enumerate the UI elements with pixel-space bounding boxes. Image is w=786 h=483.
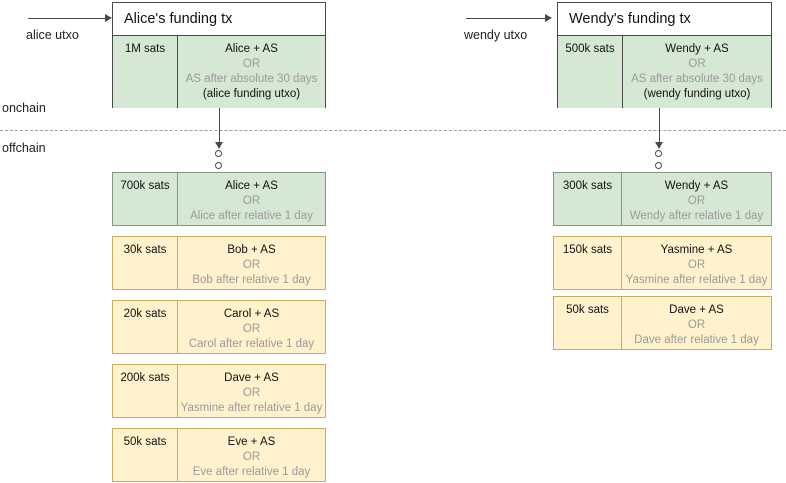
condition-line-3: Yasmine after relative 1 day: [625, 274, 768, 286]
wendy-ellipsis-dot-1: [655, 150, 662, 157]
alice-utxo-label: alice utxo: [26, 28, 79, 42]
output-amount: 300k sats: [554, 173, 622, 225]
alice-utxo-arrowhead: [105, 13, 112, 22]
alice-funding-tx-output: 1M sats Alice + AS OR AS after absolute …: [113, 36, 325, 108]
alice-funding-tx: Alice's funding tx 1M sats Alice + AS OR…: [112, 2, 326, 108]
condition-line-1: Wendy + AS: [664, 180, 729, 192]
offchain-label: offchain: [2, 141, 46, 155]
alice-ellipsis-dot-2: [215, 162, 222, 169]
condition-line-2: OR: [688, 58, 706, 70]
alice-ellipsis-dot-1: [215, 150, 222, 157]
condition-line-2: OR: [242, 195, 261, 207]
condition-line-4: (wendy funding utxo): [643, 88, 751, 100]
condition-line-3: Bob after relative 1 day: [192, 274, 311, 286]
wendy-down-connector: [659, 108, 660, 144]
condition-line-3: Carol after relative 1 day: [188, 338, 315, 350]
condition-line-1: Wendy + AS: [665, 43, 729, 55]
condition-line-2: OR: [242, 259, 261, 271]
condition-line-3: AS after absolute 30 days: [185, 73, 318, 85]
condition-line-4: (alice funding utxo): [202, 88, 301, 100]
alice-funding-tx-title: Alice's funding tx: [113, 3, 325, 36]
condition-line-1: Eve + AS: [227, 436, 276, 448]
condition-line-1: Carol + AS: [223, 308, 280, 320]
condition-line-2: OR: [687, 319, 706, 331]
alice-funding-tx-amount: 1M sats: [113, 36, 178, 108]
output-conditions: Yasmine + AS OR Yasmine after relative 1…: [622, 237, 771, 289]
wendy-funding-tx-conditions: Wendy + AS OR AS after absolute 30 days …: [623, 36, 771, 108]
alice-utxo-connector: [28, 18, 108, 19]
output-conditions: Alice + AS OR Alice after relative 1 day: [178, 173, 325, 225]
wendy-funding-tx-title: Wendy's funding tx: [558, 3, 771, 36]
output-amount: 20k sats: [113, 301, 178, 353]
condition-line-1: Alice + AS: [225, 180, 278, 192]
output-amount: 200k sats: [113, 365, 178, 417]
condition-line-2: OR: [242, 451, 261, 463]
condition-line-3: Yasmine after relative 1 day: [180, 402, 323, 414]
wendy-funding-tx-output: 500k sats Wendy + AS OR AS after absolut…: [558, 36, 771, 108]
condition-line-3: Dave after relative 1 day: [634, 334, 759, 346]
condition-line-1: Yasmine + AS: [660, 244, 733, 256]
condition-line-1: Dave + AS: [669, 304, 724, 316]
wendy-offchain-output-1: 150k sats Yasmine + AS OR Yasmine after …: [553, 236, 772, 290]
output-conditions: Carol + AS OR Carol after relative 1 day: [178, 301, 325, 353]
output-amount: 30k sats: [113, 237, 178, 289]
wendy-ellipsis-dot-2: [655, 162, 662, 169]
alice-offchain-output-4: 50k sats Eve + AS OR Eve after relative …: [112, 428, 326, 482]
wendy-offchain-output-0: 300k sats Wendy + AS OR Wendy after rela…: [553, 172, 772, 226]
wendy-offchain-output-2: 50k sats Dave + AS OR Dave after relativ…: [553, 296, 772, 350]
output-amount: 700k sats: [113, 173, 178, 225]
condition-line-1: Alice + AS: [225, 43, 278, 55]
condition-line-2: OR: [687, 195, 706, 207]
alice-offchain-output-2: 20k sats Carol + AS OR Carol after relat…: [112, 300, 326, 354]
condition-line-3: AS after absolute 30 days: [631, 73, 763, 85]
output-amount: 150k sats: [554, 237, 622, 289]
output-conditions: Dave + AS OR Yasmine after relative 1 da…: [178, 365, 325, 417]
alice-funding-tx-conditions: Alice + AS OR AS after absolute 30 days …: [178, 36, 325, 108]
alice-offchain-output-0: 700k sats Alice + AS OR Alice after rela…: [112, 172, 326, 226]
wendy-funding-tx: Wendy's funding tx 500k sats Wendy + AS …: [557, 2, 772, 108]
output-conditions: Bob + AS OR Bob after relative 1 day: [178, 237, 325, 289]
condition-line-3: Alice after relative 1 day: [190, 210, 313, 222]
condition-line-2: OR: [242, 58, 261, 70]
alice-offchain-output-3: 200k sats Dave + AS OR Yasmine after rel…: [112, 364, 326, 418]
output-amount: 50k sats: [113, 429, 178, 481]
condition-line-1: Dave + AS: [224, 372, 279, 384]
output-amount: 50k sats: [554, 297, 622, 349]
wendy-utxo-arrowhead: [545, 13, 552, 22]
condition-line-2: OR: [242, 387, 261, 399]
onchain-offchain-divider: [0, 130, 786, 131]
output-conditions: Wendy + AS OR Wendy after relative 1 day: [622, 173, 771, 225]
wendy-funding-tx-amount: 500k sats: [558, 36, 623, 108]
alice-down-connector: [219, 108, 220, 144]
alice-down-arrowhead: [214, 142, 223, 149]
condition-line-3: Eve after relative 1 day: [192, 466, 311, 478]
condition-line-1: Bob + AS: [227, 244, 276, 256]
alice-offchain-output-1: 30k sats Bob + AS OR Bob after relative …: [112, 236, 326, 290]
output-conditions: Dave + AS OR Dave after relative 1 day: [622, 297, 771, 349]
condition-line-2: OR: [242, 323, 261, 335]
wendy-utxo-label: wendy utxo: [464, 28, 528, 42]
wendy-utxo-connector: [466, 18, 546, 19]
wendy-down-arrowhead: [654, 142, 663, 149]
condition-line-2: OR: [687, 259, 706, 271]
output-conditions: Eve + AS OR Eve after relative 1 day: [178, 429, 325, 481]
condition-line-3: Wendy after relative 1 day: [629, 210, 764, 222]
onchain-label: onchain: [2, 101, 46, 115]
